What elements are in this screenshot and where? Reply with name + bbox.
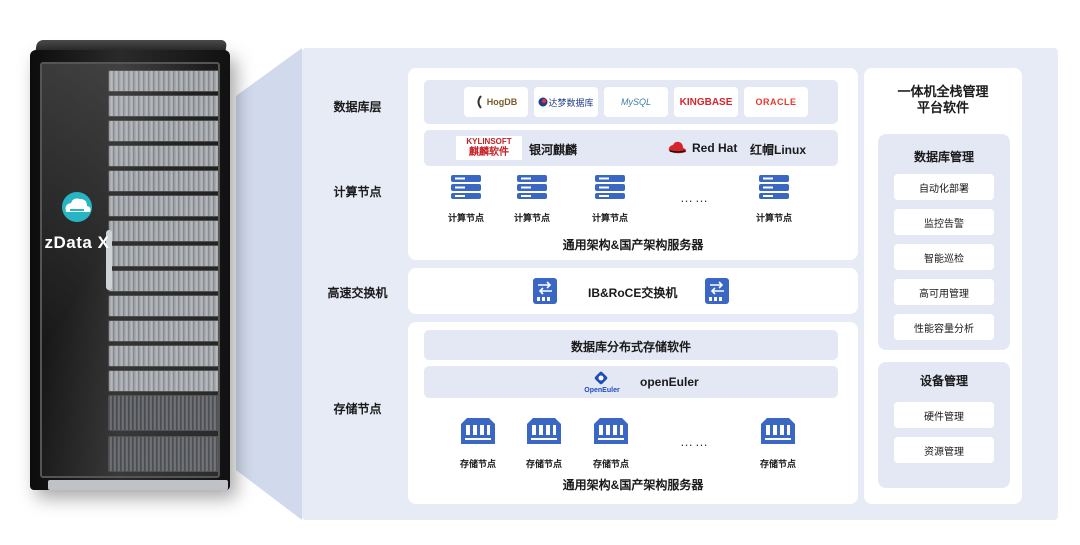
storage-node-label: 存储节点 (759, 459, 796, 469)
storage-caption: 通用架构&国产架构服务器 (562, 478, 704, 492)
logo-kingbase: KINGBASE (674, 87, 738, 117)
storage-software-band: 数据库分布式存储软件 (424, 330, 838, 360)
hogdb-icon (477, 95, 482, 109)
device-management-title: 设备管理 (919, 374, 968, 388)
storage-software-label: 数据库分布式存储软件 (570, 340, 691, 354)
platform-title-line1: 一体机全栈管理 (897, 84, 989, 99)
storage-node-label: 存储节点 (459, 459, 496, 469)
rack-door-handle (106, 230, 112, 290)
db-management-title: 数据库管理 (913, 150, 974, 164)
storage-node: 存储节点 (581, 416, 641, 470)
db-mgmt-item: 监控告警 (894, 209, 994, 235)
compute-server-icon (451, 175, 481, 199)
logo-oracle: ORACLE (744, 87, 808, 117)
switch-label: IB&RoCE交换机 (588, 286, 678, 300)
row-label-compute: 计算节点 (333, 185, 382, 199)
storage-server-icon (594, 418, 628, 444)
storage-node: 存储节点 (514, 416, 574, 470)
logo-mysql: MySQL (604, 87, 668, 117)
compute-node-label: 计算节点 (513, 213, 550, 223)
openeuler-icon (594, 371, 608, 385)
platform-title-line2: 平台软件 (916, 100, 969, 115)
openeuler-mark: OpenEuler (584, 387, 620, 394)
openeuler-band: OpenEuler openEuler (424, 366, 838, 398)
rack-base (48, 480, 228, 490)
logo-mysql-text: MySQL (620, 97, 651, 107)
rack-server-slots (108, 70, 220, 477)
compute-server-icon (517, 175, 547, 199)
redhat-icon (668, 141, 687, 154)
logo-kingbase-text: KINGBASE (679, 96, 733, 108)
compute-server-icon (759, 175, 789, 199)
storage-server-icon (461, 418, 495, 444)
switch-icon (533, 278, 557, 304)
redhat-name: Red Hat (692, 141, 738, 155)
compute-node: 计算节点 (580, 174, 640, 224)
compute-server-icon (595, 175, 625, 199)
management-platform: 一体机全栈管理 平台软件 数据库管理 自动化部署 监控告警 智能巡检 高可用管理… (864, 68, 1022, 504)
server-rack: zData X (30, 40, 240, 490)
db-mgmt-item: 智能巡检 (894, 244, 994, 270)
redhat-linux-name: 红帽Linux (750, 143, 806, 157)
rack-brand: zData X (42, 190, 112, 253)
kylin-logo-top: KYLINSOFT (466, 137, 512, 146)
device-management-group: 设备管理 硬件管理 资源管理 (878, 362, 1010, 488)
compute-node-label: 计算节点 (591, 213, 628, 223)
switch-icon (705, 278, 729, 304)
storage-server-icon (761, 418, 795, 444)
platform-title: 一体机全栈管理 平台软件 (864, 84, 1022, 116)
storage-node: 存储节点 (448, 416, 508, 470)
database-logos-band: HogDB 达梦数据库 MySQL KINGBASE ORACLE (424, 80, 838, 124)
row-label-switch: 高速交换机 (327, 286, 388, 300)
brand-name: zData X (44, 233, 110, 252)
db-management-group: 数据库管理 自动化部署 监控告警 智能巡检 高可用管理 性能容量分析 (878, 134, 1010, 350)
storage-section: 数据库分布式存储软件 OpenEuler openEuler 存储节点 存储节点 (408, 322, 858, 504)
compute-node: 计算节点 (502, 174, 562, 224)
db-mgmt-item: 性能容量分析 (894, 314, 994, 340)
compute-ellipsis: …… (680, 190, 710, 205)
logo-hogdb-text: HogDB (486, 97, 518, 107)
compute-node-label: 计算节点 (755, 213, 792, 223)
row-label-database: 数据库层 (333, 100, 382, 114)
kylin-logo: KYLINSOFT 麒麟软件 (456, 136, 522, 160)
db-mgmt-item: 自动化部署 (894, 174, 994, 200)
row-label-storage: 存储节点 (333, 402, 382, 416)
openeuler-name: openEuler (640, 375, 699, 389)
os-band: KYLINSOFT 麒麟软件 银河麒麟 Red Hat 红帽Linux (424, 130, 838, 166)
storage-ellipsis: …… (680, 434, 710, 449)
compute-node: 计算节点 (744, 174, 804, 224)
storage-server-icon (527, 418, 561, 444)
switch-section: IB&RoCE交换机 (408, 268, 858, 314)
storage-node-label: 存储节点 (592, 459, 629, 469)
device-mgmt-item: 资源管理 (894, 437, 994, 463)
device-mgmt-item: 硬件管理 (894, 402, 994, 428)
compute-caption: 通用架构&国产架构服务器 (562, 238, 704, 252)
logo-dameng-text: 达梦数据库 (548, 97, 594, 108)
storage-node: 存储节点 (748, 416, 808, 470)
compute-section: HogDB 达梦数据库 MySQL KINGBASE ORACLE KYLINS… (408, 68, 858, 260)
dameng-icon (538, 97, 548, 107)
cloud-logo-icon (62, 192, 92, 222)
kylin-logo-bottom: 麒麟软件 (469, 147, 509, 158)
logo-hogdb: HogDB (464, 87, 528, 117)
compute-node: 计算节点 (436, 174, 496, 224)
storage-node-label: 存储节点 (525, 459, 562, 469)
logo-dameng: 达梦数据库 (534, 87, 598, 117)
db-mgmt-item: 高可用管理 (894, 279, 994, 305)
logo-oracle-text: ORACLE (755, 97, 797, 107)
kylin-name: 银河麒麟 (529, 143, 578, 157)
compute-node-label: 计算节点 (447, 213, 484, 223)
rack-glass-door (40, 62, 220, 478)
